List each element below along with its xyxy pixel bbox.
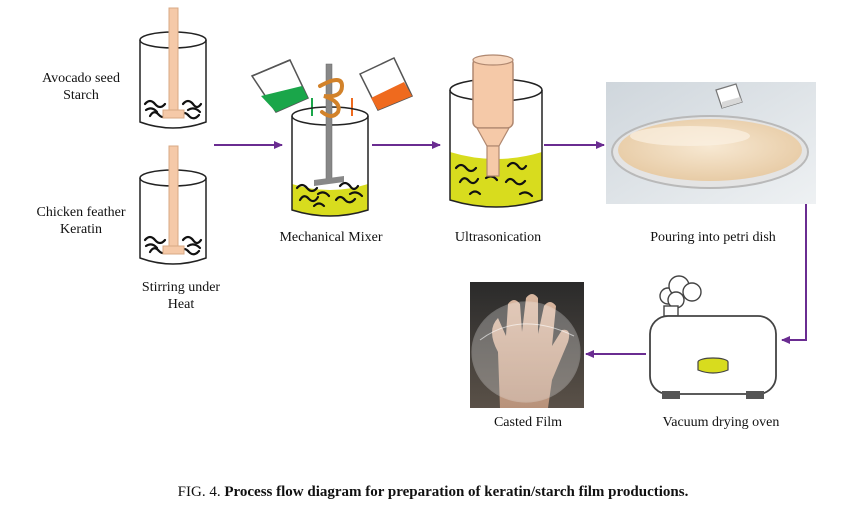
label-casted-film: Casted Film bbox=[493, 415, 563, 430]
label-pouring-into-petri-dish: Pouring into petri dish bbox=[650, 230, 776, 245]
vacuum-oven-icon bbox=[649, 275, 777, 399]
label-chicken-line2: Keratin bbox=[60, 222, 102, 237]
avocado-starch-beaker bbox=[139, 7, 207, 129]
flow-arrows bbox=[214, 141, 807, 358]
chicken-keratin-beaker bbox=[139, 145, 207, 265]
ultrasonic-probe-icon bbox=[472, 54, 514, 177]
film-photo bbox=[470, 282, 584, 408]
label-chicken-line1: Chicken feather bbox=[36, 205, 126, 220]
pouring-beaker-icon bbox=[250, 59, 310, 113]
label-avocado-line1: Avocado seed bbox=[42, 71, 120, 86]
label-vacuum-drying-oven: Vacuum drying oven bbox=[662, 415, 780, 430]
fiber-icon bbox=[454, 161, 534, 198]
stirrer-rod-icon bbox=[162, 7, 185, 119]
label-avocado-seed-starch: Avocado seed Starch bbox=[28, 70, 134, 104]
ultrasonication-beaker bbox=[449, 54, 543, 208]
label-ultrasonication: Ultrasonication bbox=[454, 230, 542, 245]
stirrer-rod-icon bbox=[162, 145, 185, 255]
pouring-beaker-icon bbox=[715, 83, 743, 109]
label-stirring-line2: Heat bbox=[167, 297, 195, 312]
label-avocado-line2: Starch bbox=[63, 88, 99, 103]
caption-title: Process flow diagram for preparation of … bbox=[224, 484, 689, 500]
pouring-beaker-icon bbox=[358, 57, 414, 111]
fiber-icon bbox=[295, 181, 364, 208]
label-stirring-line1: Stirring under bbox=[141, 280, 221, 295]
petri-dish-photo bbox=[606, 82, 816, 204]
label-stirring-under-heat: Stirring under Heat bbox=[126, 279, 236, 313]
caption-prefix: FIG. 4. bbox=[177, 484, 221, 500]
mixer-blade-icon bbox=[314, 63, 345, 186]
label-mechanical-mixer: Mechanical Mixer bbox=[279, 230, 383, 245]
fiber-icon bbox=[143, 235, 203, 256]
figure-caption: FIG. 4. Process flow diagram for prepara… bbox=[0, 484, 866, 501]
arrow-dish-to-oven bbox=[781, 204, 807, 344]
mechanical-mixer-beaker bbox=[250, 57, 414, 217]
label-chicken-feather-keratin: Chicken feather Keratin bbox=[24, 204, 138, 238]
steam-cloud-icon bbox=[659, 275, 702, 309]
